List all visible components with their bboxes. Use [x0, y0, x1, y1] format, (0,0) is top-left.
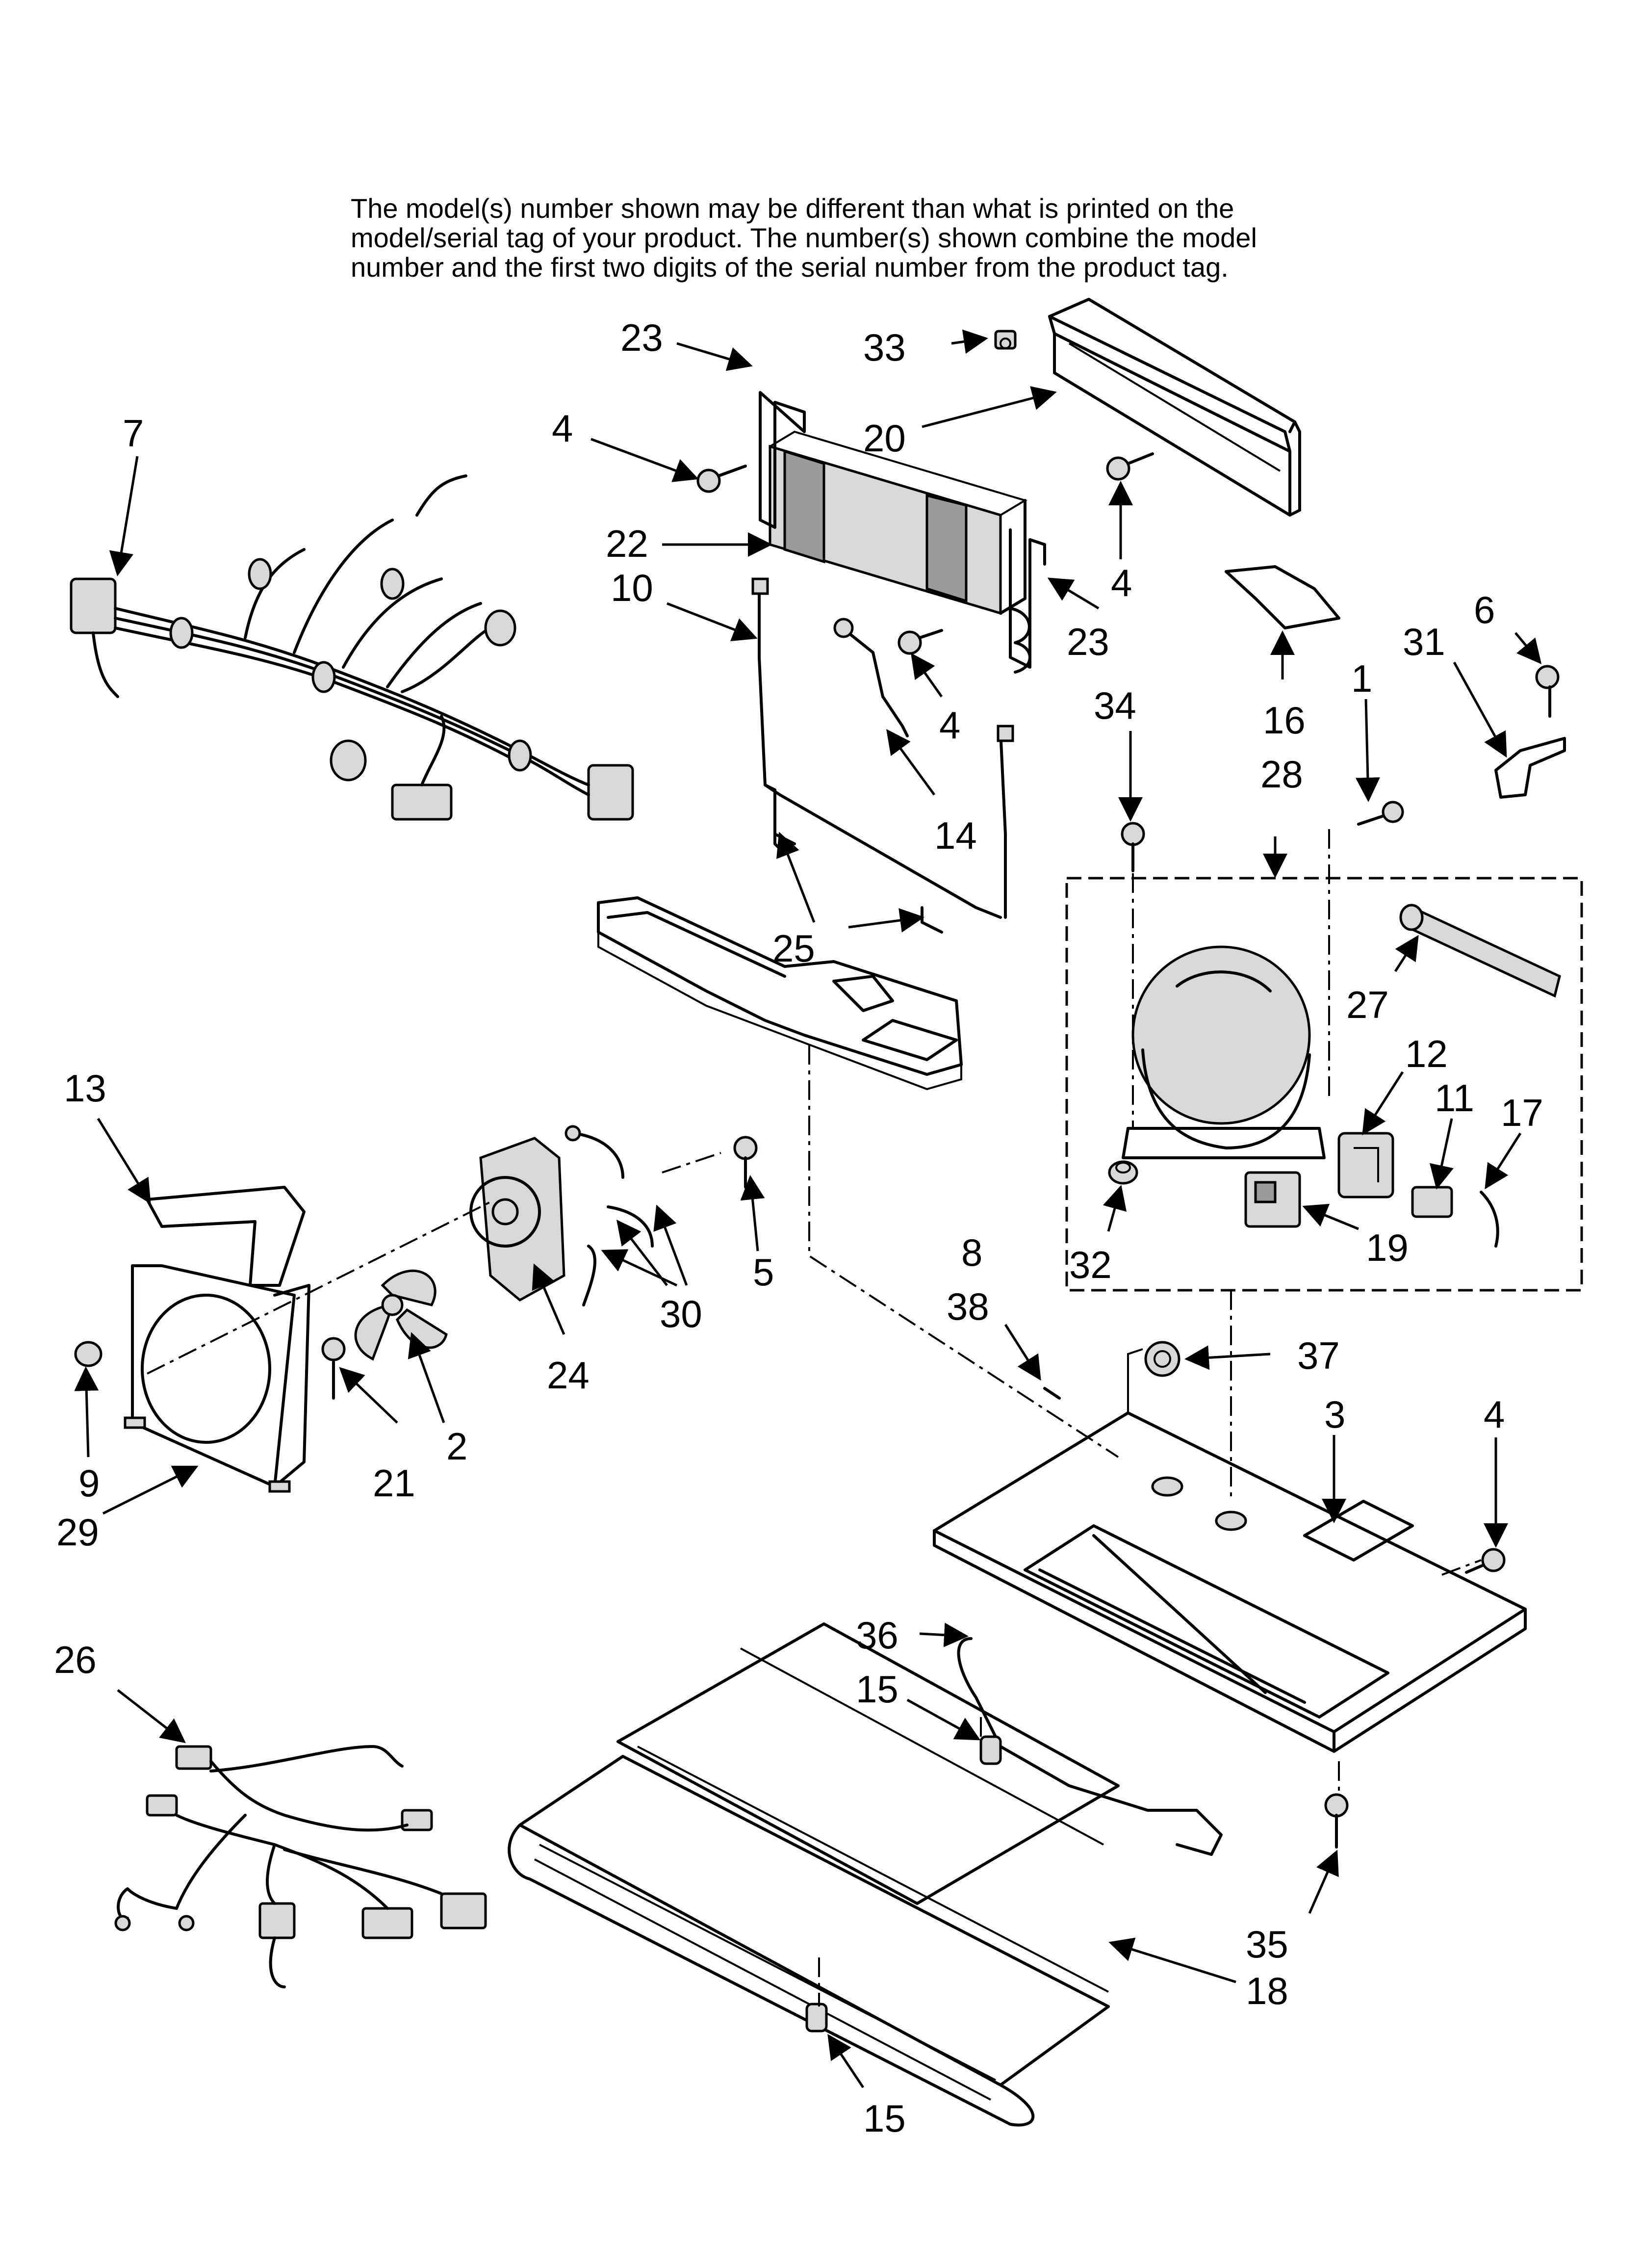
- evaporator-bracket-right: [1009, 528, 1046, 669]
- harness-clip: [1480, 1191, 1499, 1248]
- condenser-fan-shroud: [124, 1264, 310, 1493]
- callout-5: 5: [753, 1251, 774, 1294]
- condenser-fan-blade: [354, 1269, 448, 1361]
- callout-23-upper: 23: [620, 316, 663, 359]
- callout-23-lower: 23: [1067, 620, 1109, 663]
- callout-22: 22: [606, 522, 648, 565]
- callout-15-lower: 15: [863, 2097, 906, 2140]
- callout-4-base: 4: [1484, 1393, 1505, 1436]
- callout-21: 21: [373, 1461, 415, 1505]
- callout-30: 30: [660, 1292, 702, 1335]
- callout-32: 32: [1069, 1243, 1112, 1286]
- evaporator-coil: [769, 430, 1031, 674]
- terminal-cover: [1244, 1171, 1301, 1228]
- callout-4-evaporator-mid: 4: [939, 704, 960, 747]
- callout-8: 8: [961, 1231, 982, 1274]
- note-line-2: model/serial tag of your product. The nu…: [351, 222, 1257, 253]
- callout-11: 11: [1435, 1076, 1474, 1120]
- hose-set: [564, 1125, 654, 1306]
- callout-28: 28: [1260, 753, 1303, 796]
- spacer-lower: [805, 2003, 828, 2033]
- callout-13: 13: [64, 1067, 106, 1110]
- compressor-grommet: [1108, 1160, 1138, 1185]
- start-relay: [1337, 1132, 1394, 1199]
- screw-base: [1465, 1548, 1506, 1574]
- screw-shroud: [321, 1337, 346, 1400]
- spacer-upper: [979, 1735, 1002, 1765]
- callout-37: 37: [1297, 1334, 1340, 1377]
- callout-20: 20: [863, 417, 906, 460]
- callout-36: 36: [856, 1614, 898, 1657]
- shroud-grommet: [74, 1341, 103, 1367]
- callout-29: 29: [56, 1511, 99, 1554]
- callout-14: 14: [934, 814, 977, 857]
- callout-2: 2: [446, 1425, 467, 1468]
- main-wire-harness: [70, 474, 634, 821]
- condenser-shroud-top: [146, 1186, 306, 1287]
- small-clip: [994, 330, 1017, 350]
- callout-9: 9: [78, 1461, 100, 1505]
- drain-trough: [597, 896, 963, 1091]
- model-number-note: The model(s) number shown may be differe…: [351, 194, 1381, 282]
- power-wire-harness: [114, 1745, 487, 1988]
- screw-bracket: [1535, 665, 1560, 718]
- mounting-bracket: [1494, 737, 1566, 799]
- callout-12: 12: [1405, 1032, 1448, 1075]
- compressor: [1122, 945, 1326, 1159]
- condenser-coil: [508, 1622, 1120, 2127]
- small-bracket: [1225, 565, 1340, 629]
- callout-4-evaporator-left: 4: [552, 407, 573, 450]
- callout-18: 18: [1246, 1969, 1288, 2012]
- callout-15-upper: 15: [856, 1668, 898, 1711]
- callout-6: 6: [1474, 588, 1495, 631]
- note-line-3: number and the first two digits of the s…: [351, 252, 1229, 283]
- screw-cover: [1106, 452, 1154, 481]
- callout-10: 10: [611, 566, 653, 609]
- overload-protector: [1411, 1186, 1453, 1218]
- callout-16: 16: [1263, 699, 1306, 742]
- callout-17: 17: [1501, 1091, 1543, 1134]
- leader-lines: [74, 329, 1542, 2088]
- callout-19: 19: [1366, 1226, 1409, 1269]
- callout-4-cover: 4: [1111, 561, 1132, 604]
- callout-7: 7: [123, 412, 144, 455]
- screw-fan-motor: [733, 1136, 758, 1189]
- spacer-pin: [1043, 1387, 1061, 1400]
- screw-compressor: [1357, 801, 1404, 826]
- callout-27: 27: [1346, 983, 1389, 1026]
- base-grommet: [1144, 1341, 1180, 1377]
- screw-evaporator-mid: [898, 629, 943, 655]
- callout-35: 35: [1246, 1923, 1288, 1966]
- callout-25: 25: [772, 927, 815, 970]
- callout-24: 24: [547, 1354, 590, 1397]
- callout-33: 33: [863, 326, 906, 369]
- evaporator-bracket-left: [759, 391, 806, 529]
- callout-31: 31: [1403, 620, 1445, 663]
- machine-compartment-base: [933, 1348, 1527, 1753]
- screw-ground: [1121, 822, 1145, 872]
- callout-3: 3: [1324, 1393, 1345, 1436]
- assembly-lines: [147, 829, 1482, 2007]
- note-line-1: The model(s) number shown may be differe…: [351, 193, 1234, 224]
- condenser-fan-motor: [469, 1137, 565, 1302]
- screw-condenser: [1324, 1793, 1349, 1849]
- defrost-thermistor: [833, 618, 909, 737]
- callout-38: 38: [947, 1285, 989, 1328]
- callout-1: 1: [1351, 657, 1372, 700]
- screw-evaporator-left: [696, 465, 747, 493]
- callout-34: 34: [1094, 684, 1136, 727]
- compressor-kit-box: [1065, 877, 1583, 1292]
- callout-26: 26: [54, 1638, 97, 1681]
- evaporator-cover: [1048, 298, 1301, 517]
- filter-drier: [1399, 904, 1561, 998]
